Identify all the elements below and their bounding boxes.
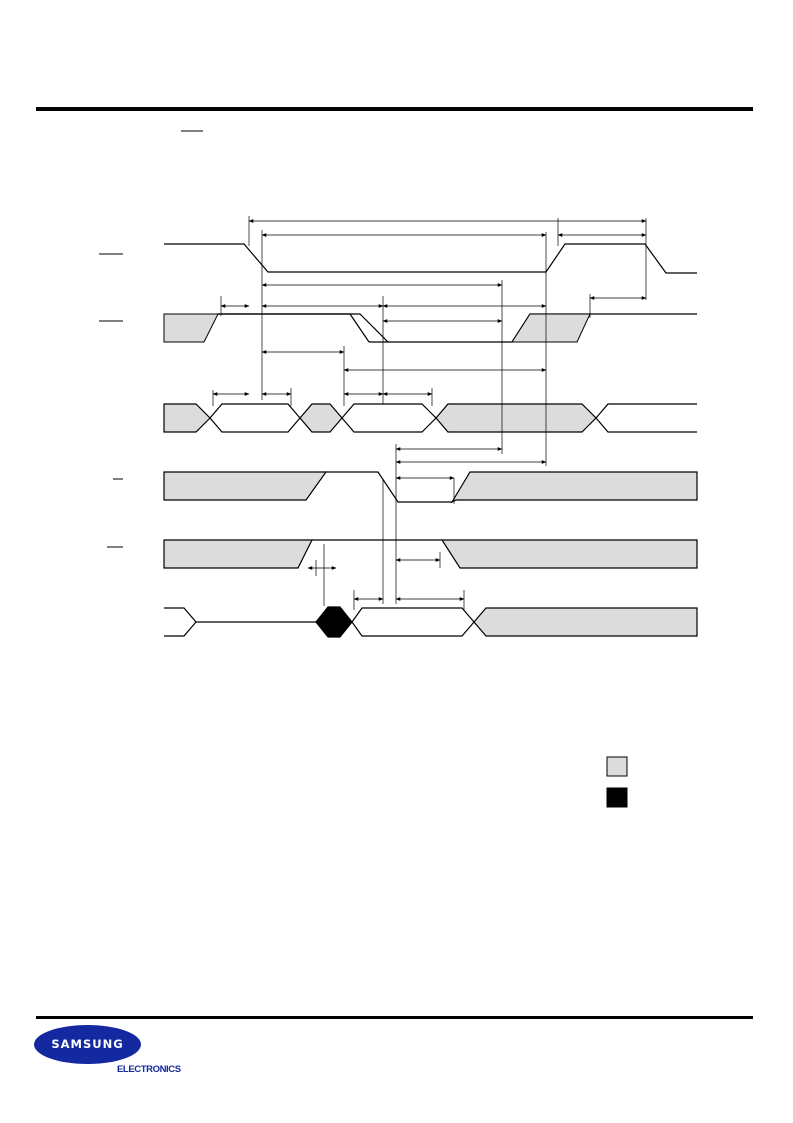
signal-1-waveform	[164, 243, 697, 274]
legend-swatch-solid	[606, 787, 628, 808]
reference-lines	[212, 216, 647, 610]
signal-5-waveform	[163, 539, 698, 569]
logo-subtext: ELECTRONICS	[117, 1064, 181, 1075]
footer-rule	[36, 1016, 753, 1019]
header-rule	[36, 107, 753, 111]
logo-oval	[34, 1025, 141, 1064]
logo-text: SAMSUNG	[51, 1037, 124, 1051]
signal-2-waveform	[163, 313, 697, 343]
signal-6-waveform	[164, 606, 698, 638]
signal-labels	[99, 253, 123, 548]
signal-3-waveform	[163, 403, 697, 433]
signal-4-waveform	[163, 471, 698, 504]
timing-arrows	[212, 219, 647, 601]
legend-swatch-hatched	[606, 756, 628, 777]
samsung-logo: SAMSUNG ELECTRONICS	[34, 1025, 194, 1081]
